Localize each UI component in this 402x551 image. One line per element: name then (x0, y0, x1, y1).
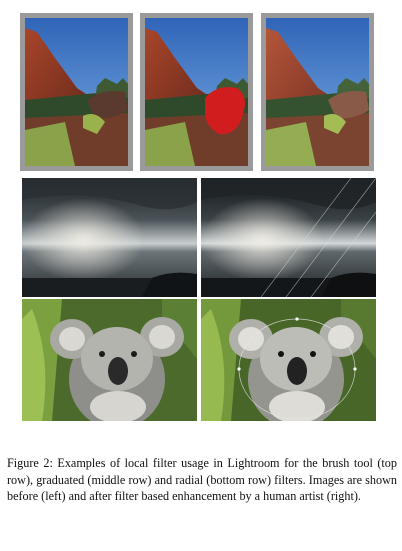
brush-after-image (266, 18, 369, 166)
graduated-after-image (201, 178, 376, 297)
brush-mask-image (145, 18, 248, 166)
figure-caption: Figure 2: Examples of local filter usage… (7, 456, 397, 504)
radial-before-image (22, 299, 197, 421)
graduated-before-image (22, 178, 197, 297)
radial-after-image (201, 299, 376, 421)
brush-before-image (25, 18, 128, 166)
